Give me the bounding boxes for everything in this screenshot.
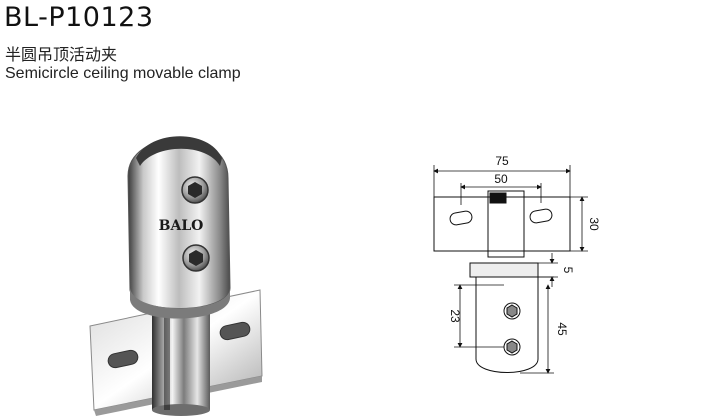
- dim-label-5: 5: [561, 267, 575, 274]
- drawing-clamp: [469, 262, 539, 373]
- dim-label-23: 23: [448, 309, 462, 323]
- screw-top: [181, 176, 209, 204]
- brand-logo: BALO: [159, 218, 204, 234]
- product-name-english: Semicircle ceiling movable clamp: [5, 65, 241, 82]
- swivel-cylinder: [152, 314, 210, 416]
- dim-label-30: 30: [587, 217, 600, 231]
- plate-slot-left: [107, 349, 139, 369]
- screw-bottom: [182, 244, 210, 272]
- product-photo: BALO: [89, 136, 263, 416]
- dim-label-50: 50: [494, 172, 508, 186]
- plate-slot-right: [219, 321, 251, 341]
- model-number: BL-P10123: [4, 2, 154, 33]
- dim-label-75: 75: [495, 154, 509, 168]
- technical-drawing: 75 50 30 5 23 45: [433, 154, 600, 374]
- drawing-top-plate: [433, 190, 571, 258]
- dim-label-45: 45: [555, 322, 569, 336]
- product-name-chinese: 半圆吊顶活动夹: [5, 45, 118, 64]
